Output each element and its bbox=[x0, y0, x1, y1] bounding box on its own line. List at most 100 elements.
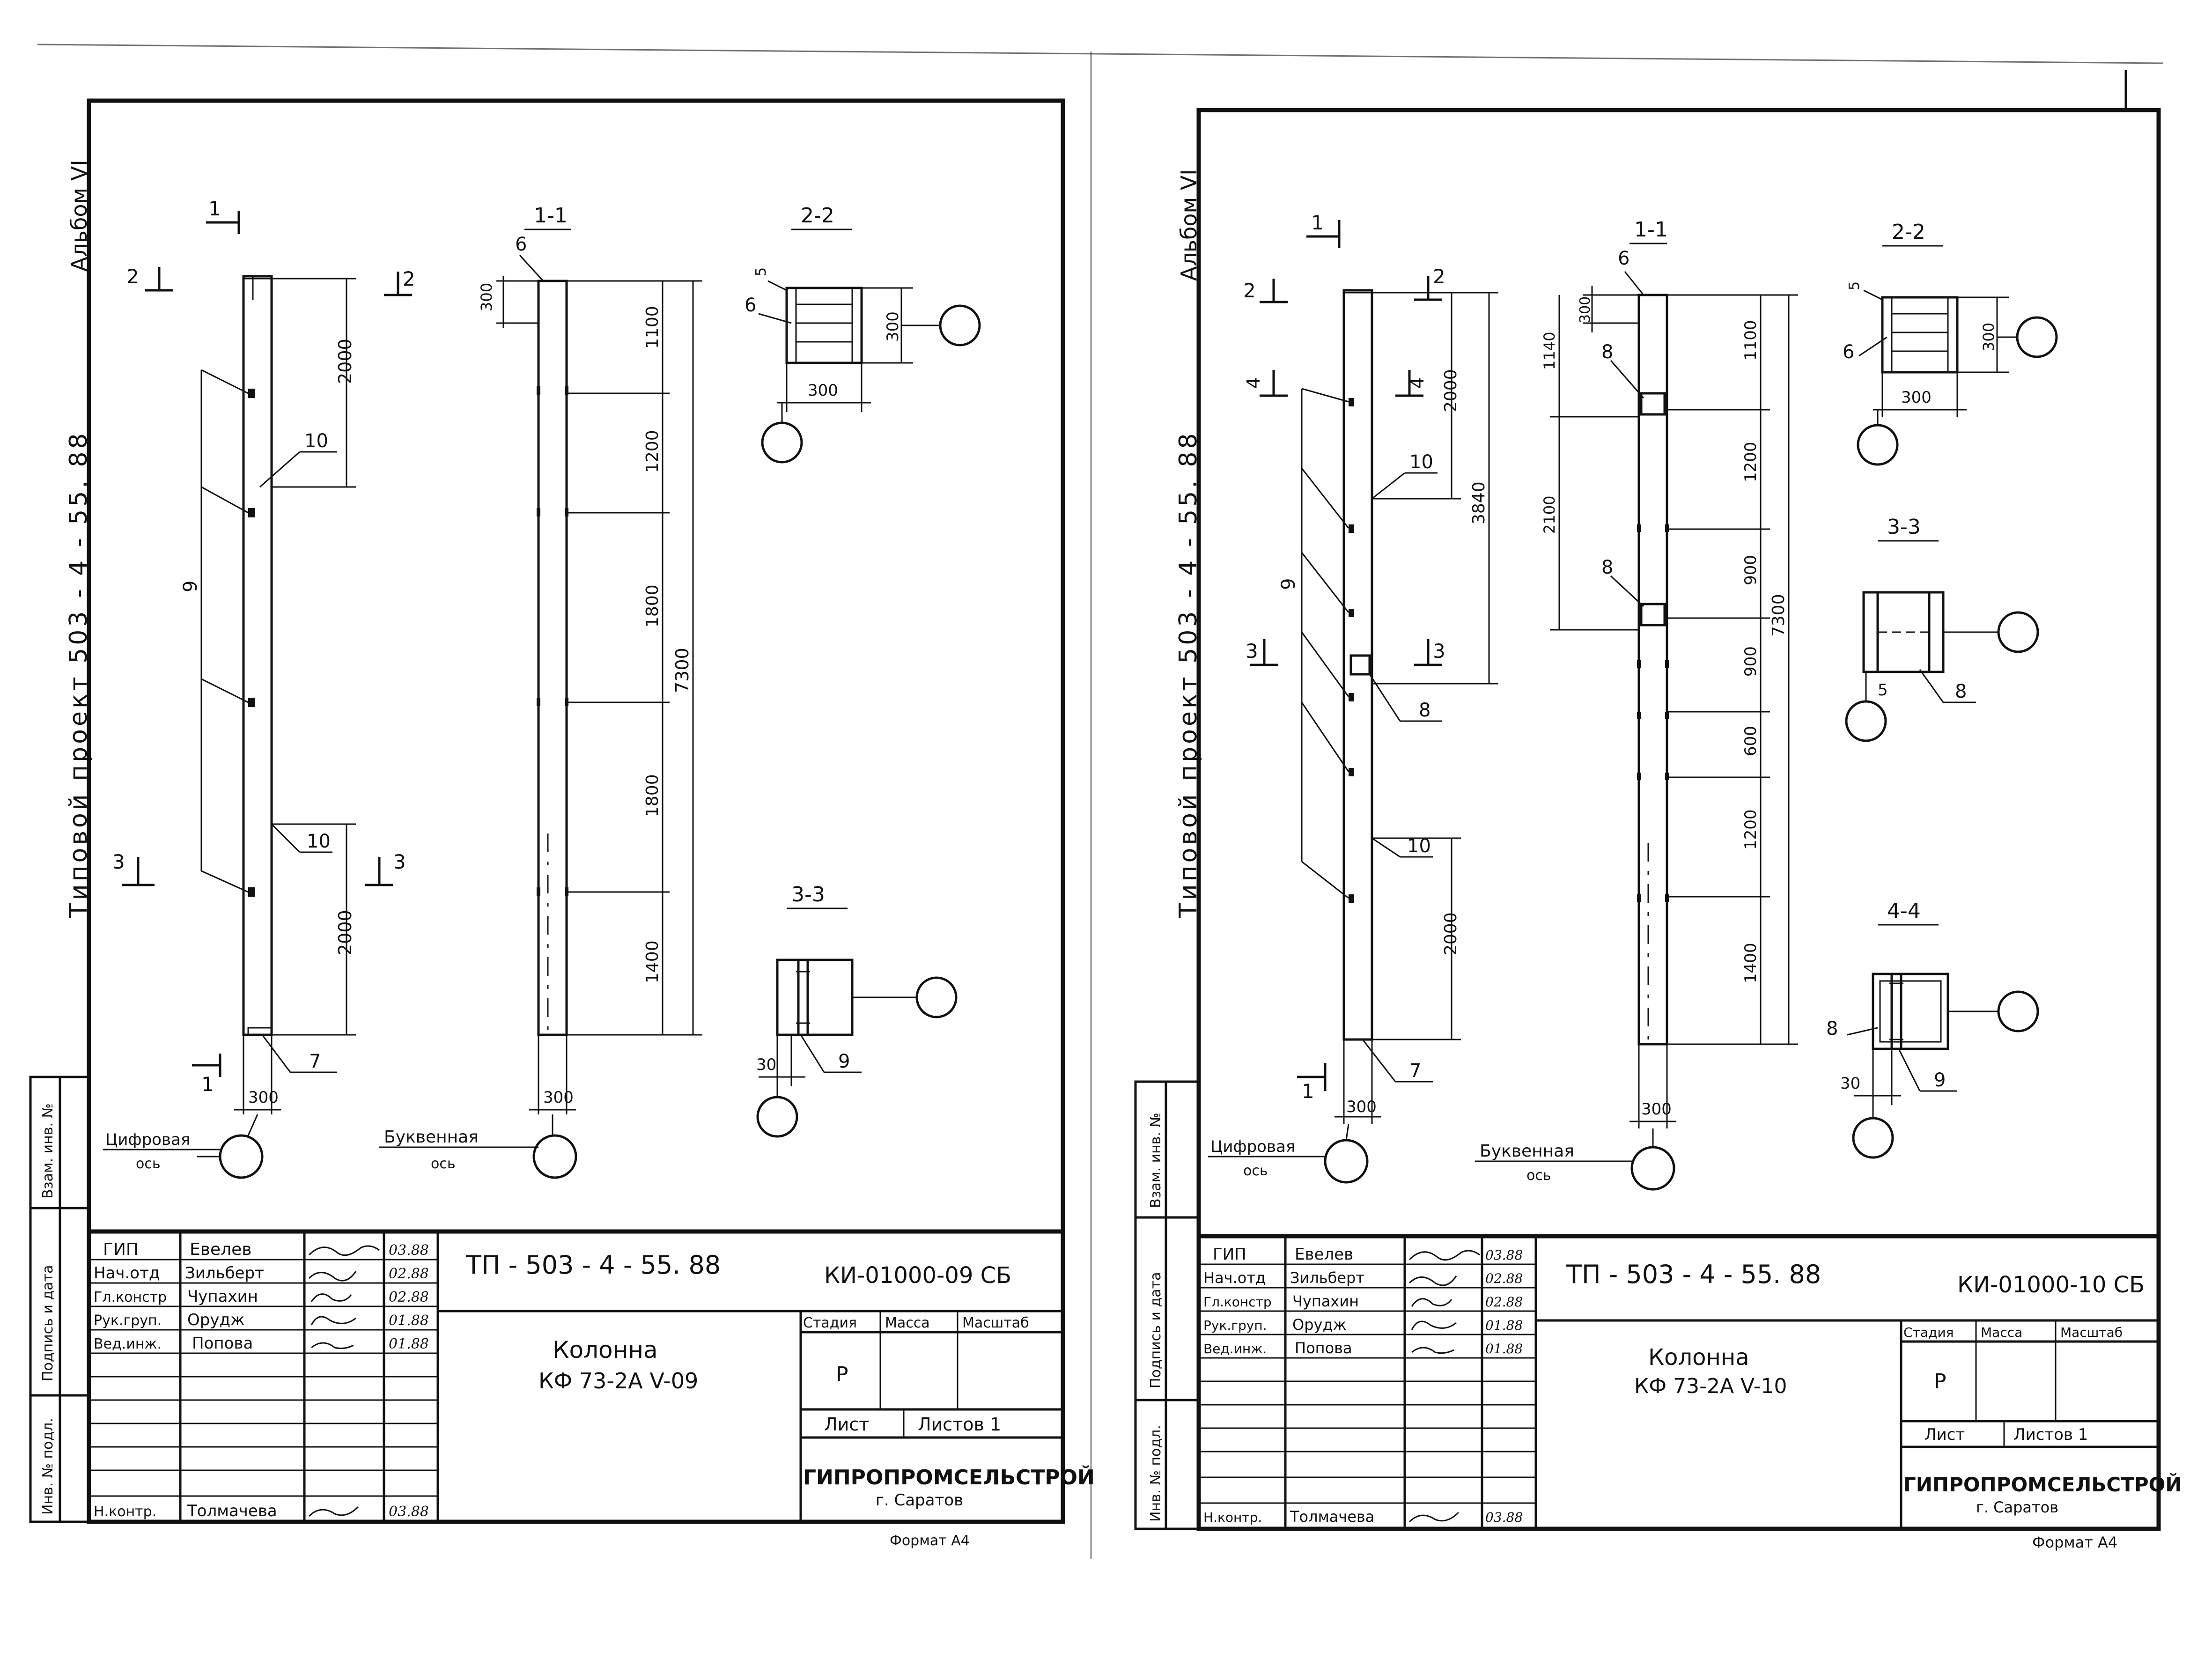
dim-1800-a: 1800 bbox=[643, 584, 662, 627]
title-block: ГИП Нач.отд Гл.констр Рук.груп. Вед.инж.… bbox=[87, 1229, 1095, 1524]
role-eng: Вед.инж. bbox=[94, 1336, 162, 1352]
dim-300-axis: 300 bbox=[248, 1088, 279, 1107]
scale-header: Масштаб bbox=[962, 1315, 1029, 1331]
name-1-2: Евелев bbox=[1295, 1245, 1353, 1264]
dim-900-b: 900 bbox=[1741, 646, 1760, 677]
section-4-4-title: 4-4 bbox=[1887, 899, 1921, 923]
marker-10-bottom: 10 bbox=[307, 831, 331, 852]
dim-2000-bottom-2: 2000 bbox=[1441, 912, 1460, 955]
date-3-2: 02.88 bbox=[1485, 1294, 1523, 1310]
strip-sign-date-2: Подпись и дата bbox=[1148, 1272, 1164, 1389]
project-number: ТП - 503 - 4 - 55. 88 bbox=[465, 1250, 721, 1280]
dim-1100: 1100 bbox=[643, 306, 662, 349]
cut-3-left-2: 3 bbox=[1246, 640, 1258, 663]
section-3-3-2: 3-3 5 8 bbox=[1845, 515, 2039, 742]
mass-header-2: Масса bbox=[1981, 1325, 2022, 1340]
dim-3840: 3840 bbox=[1469, 481, 1489, 524]
title-line-2: КФ 73-2А V-09 bbox=[538, 1368, 698, 1394]
strip-replace-inv: Взам. инв. № bbox=[40, 1103, 56, 1199]
letter-axis-label: Буквенная bbox=[384, 1128, 479, 1147]
dim-2100: 2100 bbox=[1541, 496, 1558, 534]
name-1: Евелев bbox=[190, 1240, 252, 1259]
section-4-4: 4-4 8 30 9 bbox=[1826, 899, 2039, 1159]
signature-1-2 bbox=[1408, 1250, 1480, 1261]
dim-300-22-h-2: 300 bbox=[1901, 388, 1932, 407]
sheets-count: Листов 1 bbox=[918, 1414, 1001, 1435]
title-line-1-2: Колонна bbox=[1648, 1344, 1749, 1371]
digital-axis-word: ось bbox=[136, 1156, 161, 1172]
cut-1-top: 1 bbox=[208, 197, 221, 220]
marker-10-top-2: 10 bbox=[1409, 451, 1433, 473]
format-label-2: Формат А4 bbox=[2032, 1534, 2117, 1551]
cut-1-bottom: 1 bbox=[201, 1073, 214, 1096]
date-3: 02.88 bbox=[389, 1289, 429, 1305]
marker-10-bottom-2: 10 bbox=[1407, 835, 1431, 857]
section-2-2-title-2: 2-2 bbox=[1892, 220, 1925, 244]
cut-3-right: 3 bbox=[393, 850, 406, 873]
sheet-header-2: Лист bbox=[1924, 1425, 1965, 1444]
side-album-2: Альбом VI bbox=[1176, 169, 1202, 281]
date-4-2: 01.88 bbox=[1485, 1318, 1523, 1333]
marker-8-elev: 8 bbox=[1419, 700, 1430, 721]
cut-4-right: 4 bbox=[1407, 377, 1428, 389]
dim-1400-2: 1400 bbox=[1741, 943, 1760, 983]
signature-2-2 bbox=[1408, 1276, 1457, 1286]
stage-header-2: Стадия bbox=[1903, 1325, 1954, 1340]
name-3: Чупахин bbox=[187, 1287, 258, 1306]
section-1-1: 1-1 300 6 1100 1200 bbox=[379, 204, 702, 1179]
title-block-2: ГИП Нач.отд Гл.констр Рук.груп. Вед.инж.… bbox=[1196, 1234, 2182, 1531]
name-2-2: Зильберт bbox=[1290, 1269, 1364, 1287]
marker-6-22-2: 6 bbox=[1843, 341, 1854, 363]
stage-header: Стадия bbox=[803, 1315, 857, 1331]
title-line-2-2: КФ 73-2А V-10 bbox=[1634, 1374, 1787, 1398]
dim-1800-b: 1800 bbox=[643, 774, 662, 817]
elevation-view-2: 9 2000 3840 2000 10 10 8 7 bbox=[1208, 211, 1498, 1184]
elevation-view: 9 2000 2000 10 10 7 300 Ц bbox=[103, 197, 415, 1179]
section-3-3-title: 3-3 bbox=[791, 883, 825, 907]
dim-1200-2: 1200 bbox=[1741, 442, 1760, 482]
marker-6-22: 6 bbox=[745, 295, 756, 316]
name-5-2: Попова bbox=[1295, 1339, 1352, 1357]
marker-7-2: 7 bbox=[1409, 1060, 1421, 1082]
signature-1 bbox=[308, 1245, 380, 1256]
date-2: 02.88 bbox=[389, 1266, 429, 1282]
section-1-1-inserts-2 bbox=[1637, 524, 1669, 902]
side-project: Типовой проект 503 - 4 - 55. 88 bbox=[65, 430, 93, 918]
cut-2-right-2: 2 bbox=[1433, 265, 1445, 288]
control-role-2: Н.контр. bbox=[1203, 1510, 1262, 1525]
cut-3-right-2: 3 bbox=[1433, 640, 1445, 663]
project-number-2: ТП - 503 - 4 - 55. 88 bbox=[1566, 1260, 1821, 1289]
dim-300-11-bottom: 300 bbox=[543, 1088, 574, 1107]
digital-axis-word-2: ось bbox=[1243, 1163, 1268, 1179]
dim-300-11-top-2: 300 bbox=[1577, 296, 1593, 323]
name-4-2: Орудж bbox=[1292, 1316, 1346, 1334]
dim-300-22-h: 300 bbox=[808, 381, 838, 400]
name-3-2: Чупахин bbox=[1292, 1292, 1359, 1310]
date-1: 03.88 bbox=[389, 1242, 429, 1259]
format-label: Формат А4 bbox=[890, 1533, 970, 1549]
section-1-1-title-2: 1-1 bbox=[1634, 218, 1668, 242]
strip-sign-date: Подпись и дата bbox=[40, 1265, 56, 1382]
name-2: Зильберт bbox=[185, 1264, 264, 1283]
dim-1100-2: 1100 bbox=[1741, 320, 1760, 361]
dim-7300-2: 7300 bbox=[1769, 594, 1788, 637]
control-date-2: 03.88 bbox=[1485, 1510, 1523, 1525]
dim-5-22-2: 5 bbox=[1846, 281, 1863, 290]
signature-4-2 bbox=[1411, 1320, 1457, 1330]
org-city: г. Саратов bbox=[876, 1491, 963, 1510]
section-2-2-title: 2-2 bbox=[801, 204, 834, 228]
strip-inv-orig: Инв. № подл. bbox=[40, 1418, 56, 1515]
side-project-2: Типовой проект 503 - 4 - 55. 88 bbox=[1174, 430, 1202, 918]
marker-8-44: 8 bbox=[1826, 1018, 1838, 1040]
marker-8-33: 8 bbox=[1955, 681, 1967, 702]
signature-2 bbox=[308, 1271, 357, 1282]
digital-axis-label-2: Цифровая bbox=[1210, 1137, 1295, 1156]
sheet-1: Взам. инв. № Подпись и дата Инв. № подл.… bbox=[29, 98, 1095, 1549]
dim-900-a: 900 bbox=[1741, 555, 1760, 585]
role-gip: ГИП bbox=[103, 1240, 139, 1259]
date-2-2: 02.88 bbox=[1485, 1271, 1523, 1286]
digital-axis-label: Цифровая bbox=[105, 1130, 190, 1149]
stage-value: Р bbox=[836, 1363, 848, 1386]
name-4: Орудж bbox=[187, 1311, 245, 1329]
dim-1200: 1200 bbox=[643, 430, 662, 473]
